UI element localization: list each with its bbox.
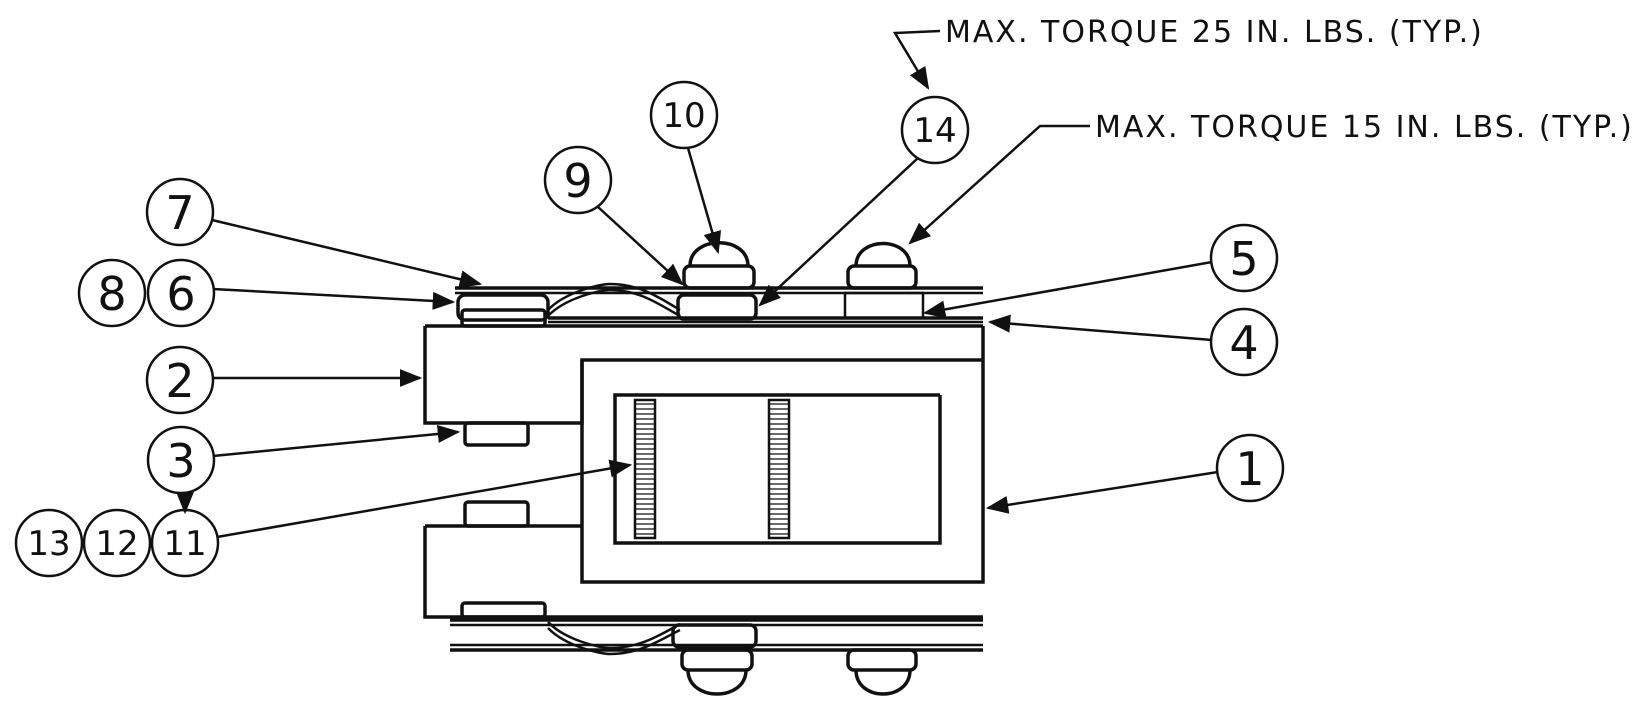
leader-torque-15	[908, 124, 1090, 245]
svg-text:2: 2	[165, 354, 194, 408]
leader-7	[211, 218, 483, 289]
spacer-mid	[767, 398, 791, 540]
leader-3	[212, 425, 461, 458]
part-3-nut-upper	[463, 421, 530, 447]
svg-text:9: 9	[563, 154, 592, 208]
torque-note-15-text: MAX. TORQUE 15 IN. LBS. (TYP.)	[1095, 110, 1634, 145]
balloon-11: 11	[150, 508, 220, 578]
svg-text:10: 10	[662, 96, 705, 136]
bottom-dome-left	[686, 669, 748, 696]
bottom-plate-assembly	[450, 618, 983, 696]
leader-5	[922, 260, 1213, 319]
svg-text:14: 14	[913, 111, 956, 151]
balloon-13: 13	[14, 508, 84, 578]
spacer-mid-hatch	[769, 403, 789, 535]
svg-text:5: 5	[1229, 232, 1258, 286]
part-14-dome	[854, 241, 912, 267]
balloon-4: 4	[1209, 307, 1279, 377]
svg-text:13: 13	[27, 524, 70, 564]
torque-note-15: MAX. TORQUE 15 IN. LBS. (TYP.)	[908, 110, 1634, 245]
bottom-nut-right	[846, 648, 918, 672]
leader-torque-25	[892, 29, 941, 90]
part-14-nut	[846, 264, 918, 290]
svg-text:6: 6	[166, 267, 195, 321]
spacer-left-hatch	[635, 403, 655, 535]
top-plate-assembly	[455, 241, 983, 324]
leader-11	[216, 459, 633, 539]
svg-text:1: 1	[1235, 442, 1264, 496]
leader-9	[597, 206, 684, 286]
balloon-3: 3	[146, 425, 216, 495]
balloon-7: 7	[145, 177, 215, 247]
part-10-nut	[682, 264, 756, 290]
balloon-2: 2	[145, 345, 215, 415]
nut-block-bottom	[460, 601, 547, 619]
part-2-bracket-upper	[423, 324, 983, 425]
leader-lines	[176, 147, 1219, 539]
part-10-dome	[688, 241, 750, 267]
leader-1	[985, 470, 1219, 514]
balloon-6: 6	[146, 258, 216, 328]
svg-text:4: 4	[1229, 316, 1258, 370]
svg-text:11: 11	[163, 524, 206, 564]
part-3-nut-lower	[463, 500, 530, 528]
balloon-14: 14	[900, 95, 970, 165]
svg-text:8: 8	[97, 267, 126, 321]
leader-14	[758, 157, 919, 307]
balloon-10: 10	[649, 80, 719, 150]
bottom-nut-left	[671, 623, 758, 649]
spacer-left	[633, 398, 657, 540]
balloon-1: 1	[1215, 433, 1285, 503]
nut-block-top	[460, 308, 547, 328]
torque-note-25: MAX. TORQUE 25 IN. LBS. (TYP.)	[892, 15, 1484, 90]
svg-text:3: 3	[166, 434, 195, 488]
svg-text:7: 7	[165, 186, 194, 240]
torque-note-25-text: MAX. TORQUE 25 IN. LBS. (TYP.)	[945, 15, 1484, 50]
part-6-block-top	[456, 293, 550, 322]
part-5-spacer	[843, 291, 925, 320]
bottom-dome-right	[854, 669, 912, 696]
balloon-9: 9	[543, 145, 613, 215]
part-9-nut-top	[676, 293, 758, 321]
svg-text:12: 12	[95, 524, 138, 564]
bottom-nut-left-2	[680, 648, 754, 672]
balloon-12: 12	[82, 508, 152, 578]
leader-10	[686, 147, 722, 255]
balloon-8: 8	[77, 258, 147, 328]
part-1-frame	[580, 326, 985, 584]
balloon-5: 5	[1209, 223, 1279, 293]
leader-6	[212, 287, 456, 310]
leader-4	[987, 314, 1213, 342]
